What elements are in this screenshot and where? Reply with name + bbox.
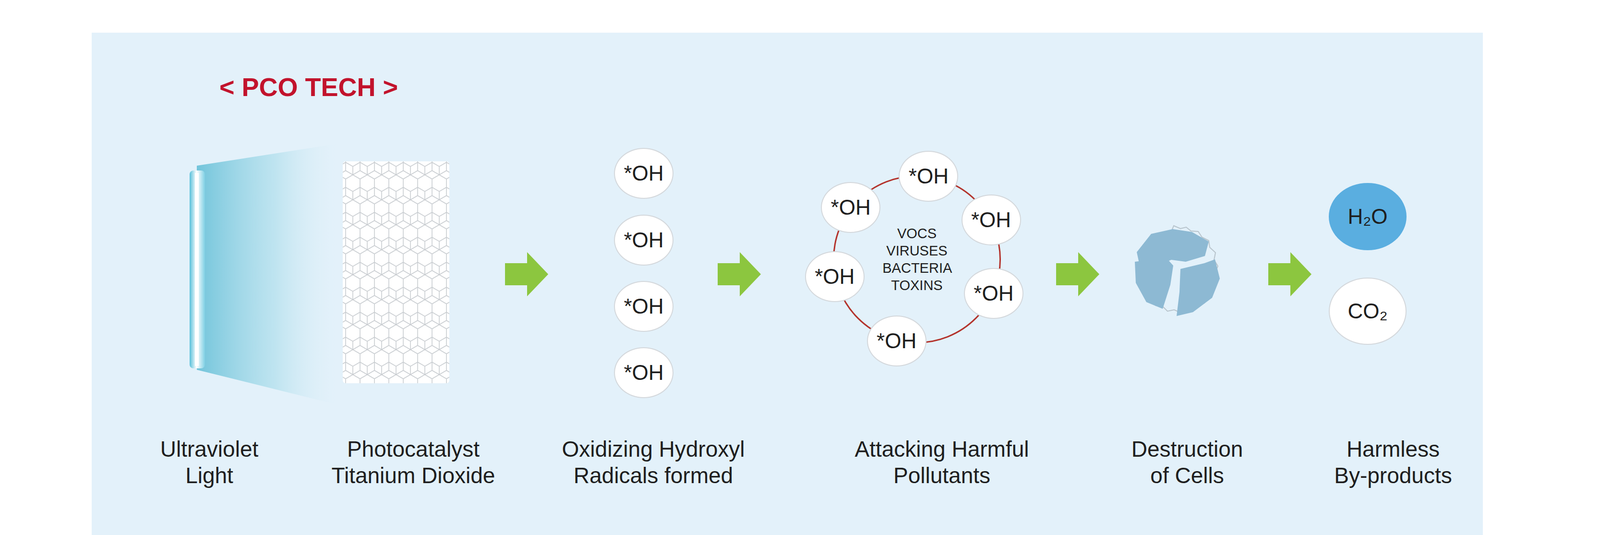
stage-label: Photocatalyst Titanium Dioxide <box>330 435 497 489</box>
molecule-label: CO₂ <box>1347 299 1388 324</box>
molecule-label: *OH <box>973 281 1014 306</box>
pollutant-list: VOCS VIRUSES BACTERIA TOXINS <box>882 224 951 295</box>
molecule-label: *OH <box>623 161 664 186</box>
molecule-label: *OH <box>623 294 664 319</box>
light-beam <box>196 143 342 406</box>
molecule-label: *OH <box>876 328 917 353</box>
stage-label: Attacking Harmful Pollutants <box>853 435 1031 489</box>
uv-lamp-core <box>194 172 199 366</box>
stage-label: Ultraviolet Light <box>158 435 261 489</box>
molecule-bubble: *OH <box>963 267 1024 319</box>
stage-label: Harmless By-products <box>1332 435 1454 489</box>
molecule-bubble: *OH <box>866 315 927 367</box>
molecule-bubble: *OH <box>898 150 959 202</box>
molecule-bubble: CO₂ <box>1328 277 1407 345</box>
molecule-label: *OH <box>908 164 949 189</box>
molecule-bubble: *OH <box>961 194 1022 246</box>
molecule-label: *OH <box>623 228 664 253</box>
molecule-bubble: H₂O <box>1328 182 1407 251</box>
molecule-bubble: *OH <box>613 347 674 398</box>
molecule-label: *OH <box>830 195 871 220</box>
molecule-label: *OH <box>814 264 855 289</box>
stage-label: Destruction of Cells <box>1130 435 1245 489</box>
molecule-bubble: *OH <box>613 147 674 199</box>
molecule-label: *OH <box>971 207 1011 232</box>
stage-label: Oxidizing Hydroxyl Radicals formed <box>560 435 747 489</box>
molecule-bubble: *OH <box>613 280 674 332</box>
molecule-bubble: *OH <box>805 251 865 302</box>
diagram-title: < PCO TECH > <box>219 72 398 102</box>
molecule-bubble: *OH <box>820 181 881 233</box>
molecule-bubble: *OH <box>613 214 674 266</box>
molecule-label: *OH <box>623 360 664 385</box>
molecule-label: H₂O <box>1347 204 1388 229</box>
honeycomb <box>342 161 450 384</box>
uv-lamp <box>189 170 205 369</box>
catalyst-panel <box>342 161 450 384</box>
destroyed-cell <box>1134 225 1220 316</box>
